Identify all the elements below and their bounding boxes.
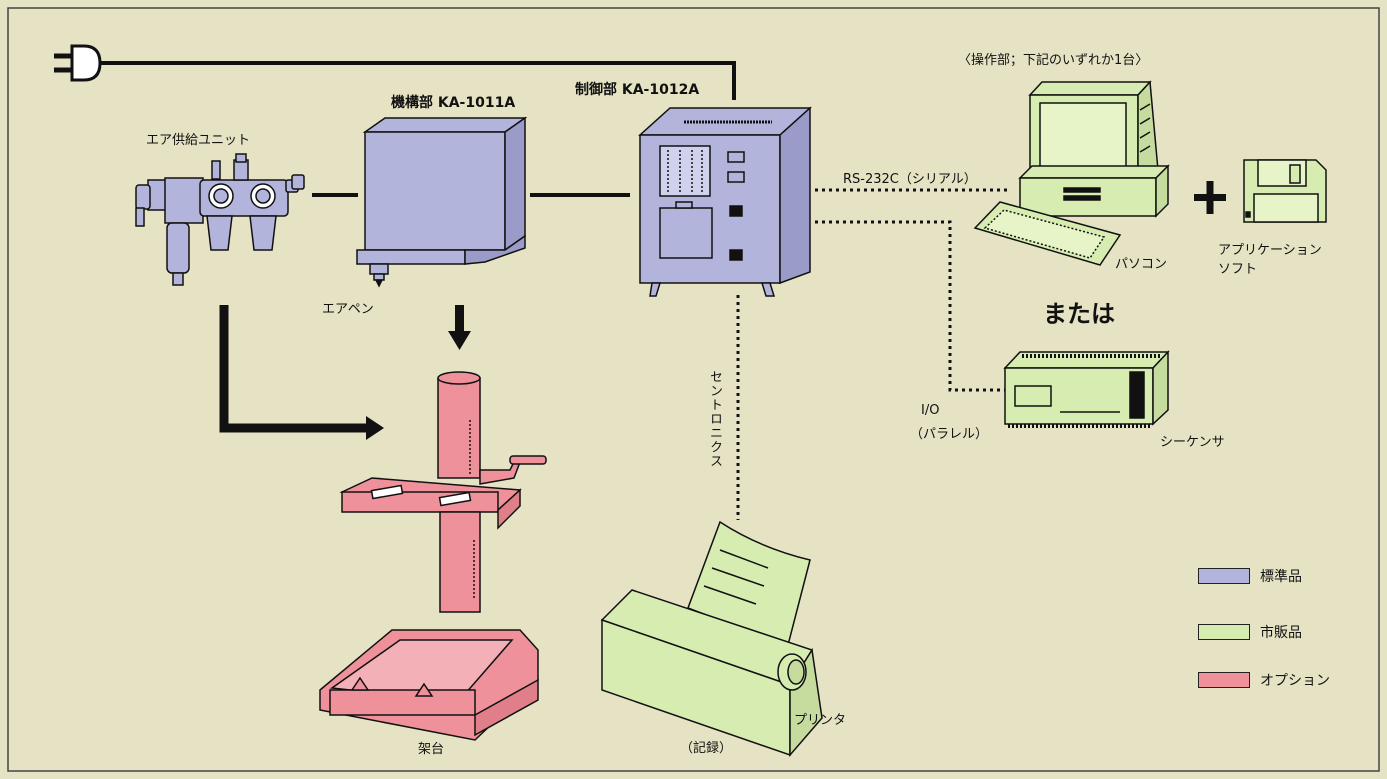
printer-image (600, 520, 823, 758)
io-parallel-line (815, 220, 1005, 392)
air-supply-unit-image (135, 153, 305, 286)
legend-item-standard: 標準品 (1198, 566, 1302, 586)
power-cable (100, 61, 736, 100)
legend-label-standard: 標準品 (1260, 569, 1302, 585)
operation-unit-label: 〈操作部；下記のいずれか1台〉 (958, 53, 1149, 68)
sequencer-image (1003, 350, 1170, 428)
or-label: または (1043, 300, 1115, 328)
legend-swatch-option (1198, 672, 1250, 688)
controller-unit-label: 制御部 KA-1012A (575, 82, 700, 98)
floppy-disk-icon (1243, 159, 1327, 223)
mount-arrow-shaft (455, 305, 464, 333)
app-software-label-line2: ソフト (1218, 262, 1258, 277)
mechanism-unit-label: 機構部 KA-1011A (391, 95, 516, 111)
power-plug-icon (54, 44, 102, 82)
legend-swatch-commercial (1198, 624, 1250, 640)
controller-unit-image (638, 106, 812, 297)
legend-item-option: オプション (1198, 670, 1330, 690)
record-label: （記録） (680, 741, 733, 756)
legend-label-commercial: 市販品 (1260, 625, 1302, 641)
air-to-stand-line (219, 305, 368, 433)
air-pen-label: エアペン (322, 302, 374, 317)
rs232c-label: RS-232C（シリアル） (843, 172, 977, 187)
stand-label: 架台 (418, 742, 445, 757)
stand-image (319, 371, 547, 741)
legend-label-option: オプション (1260, 673, 1330, 689)
plus-icon (1194, 181, 1226, 214)
arrow-right-icon (366, 416, 384, 440)
pc-image (973, 80, 1170, 266)
outer-frame (7, 7, 1380, 772)
legend-swatch-standard (1198, 568, 1250, 584)
mechanism-unit-image (356, 116, 528, 288)
io-label-line1: I/O (921, 403, 940, 418)
centronics-label: セントロニクス (707, 370, 722, 468)
io-label-line2: （パラレル） (910, 427, 989, 442)
pc-label: パソコン (1115, 257, 1168, 272)
air-unit-label: エア供給ユニット (146, 133, 251, 148)
arrow-down-icon (448, 331, 471, 350)
sequencer-label: シーケンサ (1160, 435, 1225, 450)
app-software-label-line1: アプリケーション (1218, 243, 1322, 258)
legend-item-commercial: 市販品 (1198, 622, 1302, 642)
printer-label: プリンタ (794, 713, 847, 728)
